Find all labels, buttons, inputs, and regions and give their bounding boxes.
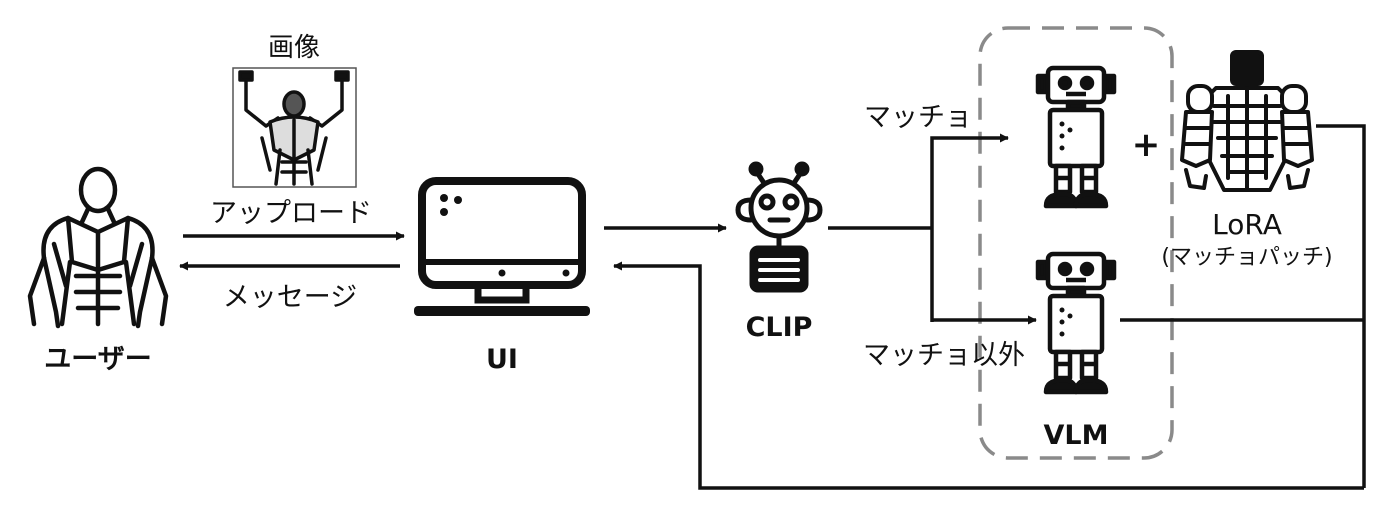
vlm-top-robot-icon <box>1035 65 1117 209</box>
macho-label: マッチョ <box>864 102 972 133</box>
vlm-label: VLM <box>1044 420 1109 451</box>
connectors <box>179 124 1366 490</box>
lora-output-line <box>1316 124 1366 488</box>
vlm-group-border <box>978 26 1174 460</box>
monitor-icon <box>414 177 590 316</box>
branch-to-top-vlm <box>930 133 1009 322</box>
clip-label: CLIP <box>746 312 813 343</box>
lora-sublabel: (マッチョパッチ) <box>1161 245 1332 270</box>
image-label: 画像 <box>268 33 320 63</box>
muscular-man-icon <box>27 166 169 329</box>
upload-label: アップロード <box>210 198 372 229</box>
user-label: ユーザー <box>44 344 151 375</box>
vlm-bottom-robot-icon <box>1035 251 1117 395</box>
robot-head-icon <box>735 161 823 293</box>
non-macho-label: マッチョ以外 <box>863 340 1025 371</box>
ui-label: UI <box>486 344 518 375</box>
plus-sign: + <box>1132 125 1161 165</box>
message-label: メッセージ <box>223 282 357 313</box>
lora-label: LoRA <box>1212 208 1282 241</box>
muscular-robot-icon <box>1180 50 1314 192</box>
bodybuilder-photo-icon <box>232 67 357 188</box>
return-to-ui-arrow <box>613 261 1364 490</box>
